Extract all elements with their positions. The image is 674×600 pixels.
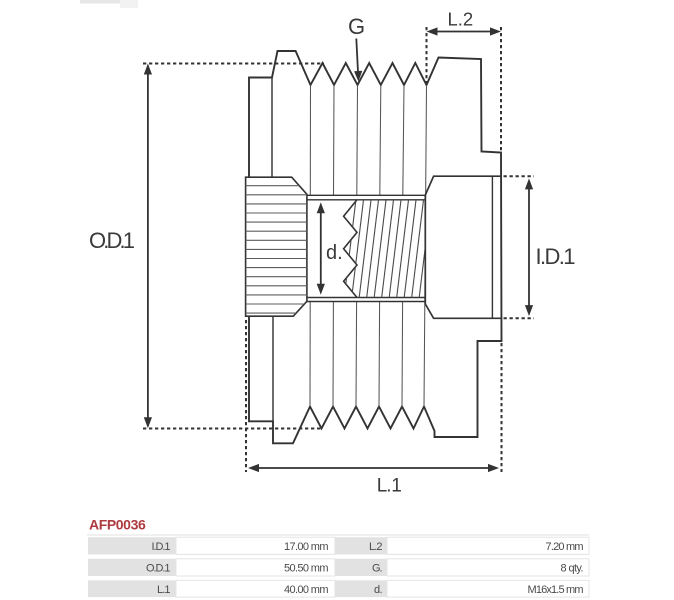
svg-text:50.50 mm: 50.50 mm bbox=[284, 563, 329, 575]
svg-text:L.2: L.2 bbox=[448, 9, 474, 30]
svg-text:L: L bbox=[377, 476, 388, 497]
svg-text:8 qty.: 8 qty. bbox=[561, 563, 584, 575]
svg-text:d.: d. bbox=[326, 242, 343, 264]
svg-text:G.: G. bbox=[372, 563, 383, 575]
svg-text:7.20 mm: 7.20 mm bbox=[546, 541, 584, 553]
svg-text:O.D.1: O.D.1 bbox=[146, 563, 171, 575]
svg-text:G: G bbox=[348, 14, 365, 39]
svg-text:17.00 mm: 17.00 mm bbox=[284, 541, 329, 553]
svg-text:.: . bbox=[386, 476, 391, 497]
svg-text:40.00 mm: 40.00 mm bbox=[284, 584, 329, 596]
svg-text:M16x1.5 mm: M16x1.5 mm bbox=[528, 584, 584, 596]
svg-text:d.: d. bbox=[374, 584, 383, 596]
svg-text:L.1: L.1 bbox=[157, 584, 171, 596]
svg-text:L.2: L.2 bbox=[369, 541, 383, 553]
svg-text:I.D.1: I.D.1 bbox=[152, 541, 171, 553]
svg-text:I.D.1: I.D.1 bbox=[536, 244, 576, 269]
svg-text:1: 1 bbox=[391, 476, 402, 497]
svg-text:AFP0036: AFP0036 bbox=[89, 517, 146, 533]
svg-text:O.D.1: O.D.1 bbox=[89, 228, 135, 253]
